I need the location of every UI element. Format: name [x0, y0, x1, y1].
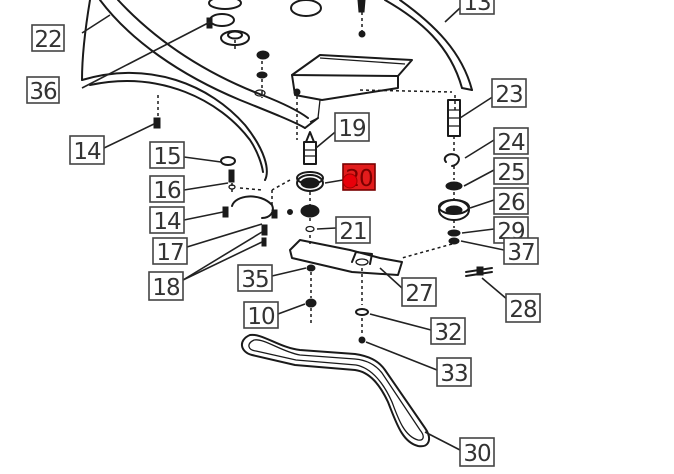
label-14-mid-text: 14	[153, 209, 181, 235]
label-33: 33	[436, 357, 472, 387]
label-21-text: 21	[339, 219, 366, 245]
label-37: 37	[503, 237, 539, 266]
label-14-left: 14	[69, 135, 105, 165]
label-36-text: 36	[29, 79, 57, 105]
deck-housing	[81, 0, 321, 181]
label-36: 36	[26, 76, 60, 105]
label-15-text: 15	[153, 144, 180, 170]
label-16-text: 16	[153, 178, 181, 204]
left-hardware	[153, 95, 293, 247]
label-19-text: 19	[338, 116, 366, 142]
label-30: 30	[459, 437, 495, 467]
v-belt	[241, 333, 431, 448]
label-23-text: 23	[495, 82, 522, 108]
label-17-text: 17	[156, 240, 183, 266]
label-15: 15	[149, 141, 185, 170]
label-14-left-text: 14	[73, 139, 101, 165]
label-14-mid: 14	[149, 206, 185, 235]
label-24: 24	[493, 127, 529, 156]
curved-plate	[384, 0, 473, 91]
label-26-text: 26	[497, 190, 525, 216]
part-labels: 22 36 13 23 14 15 19 20	[26, 0, 541, 467]
mounting-bracket	[291, 54, 413, 101]
highlight-marker-icon	[342, 173, 358, 189]
label-33-text: 33	[440, 361, 467, 387]
top-pulleys	[206, 0, 366, 98]
label-28-text: 28	[509, 297, 537, 323]
label-27: 27	[401, 277, 437, 307]
label-26: 26	[493, 187, 529, 216]
label-35-text: 35	[241, 267, 268, 293]
label-22-text: 22	[34, 27, 61, 53]
label-35: 35	[237, 264, 273, 293]
label-20-highlighted: 20	[342, 163, 376, 192]
label-18-text: 18	[152, 275, 180, 301]
label-18: 18	[148, 271, 184, 301]
label-22: 22	[31, 24, 65, 53]
label-25: 25	[493, 157, 529, 186]
label-32: 32	[430, 317, 466, 346]
label-19: 19	[334, 112, 370, 142]
label-10-text: 10	[247, 304, 275, 330]
label-24-text: 24	[497, 130, 525, 156]
label-13-text: 13	[463, 0, 490, 16]
label-10: 10	[243, 301, 279, 330]
label-28: 28	[505, 293, 541, 323]
label-16: 16	[149, 175, 185, 204]
label-30-text: 30	[463, 441, 491, 467]
idler-assembly	[271, 88, 456, 245]
label-17: 17	[152, 237, 188, 266]
spindle-stack	[401, 99, 493, 277]
leader-lines	[81, 7, 509, 451]
label-25-text: 25	[497, 160, 524, 186]
label-23: 23	[491, 78, 527, 108]
label-37-text: 37	[507, 240, 534, 266]
label-32-text: 32	[434, 320, 461, 346]
idler-arm	[289, 239, 403, 344]
label-27-text: 27	[405, 281, 432, 307]
label-13: 13	[459, 0, 495, 16]
label-21: 21	[335, 216, 371, 245]
